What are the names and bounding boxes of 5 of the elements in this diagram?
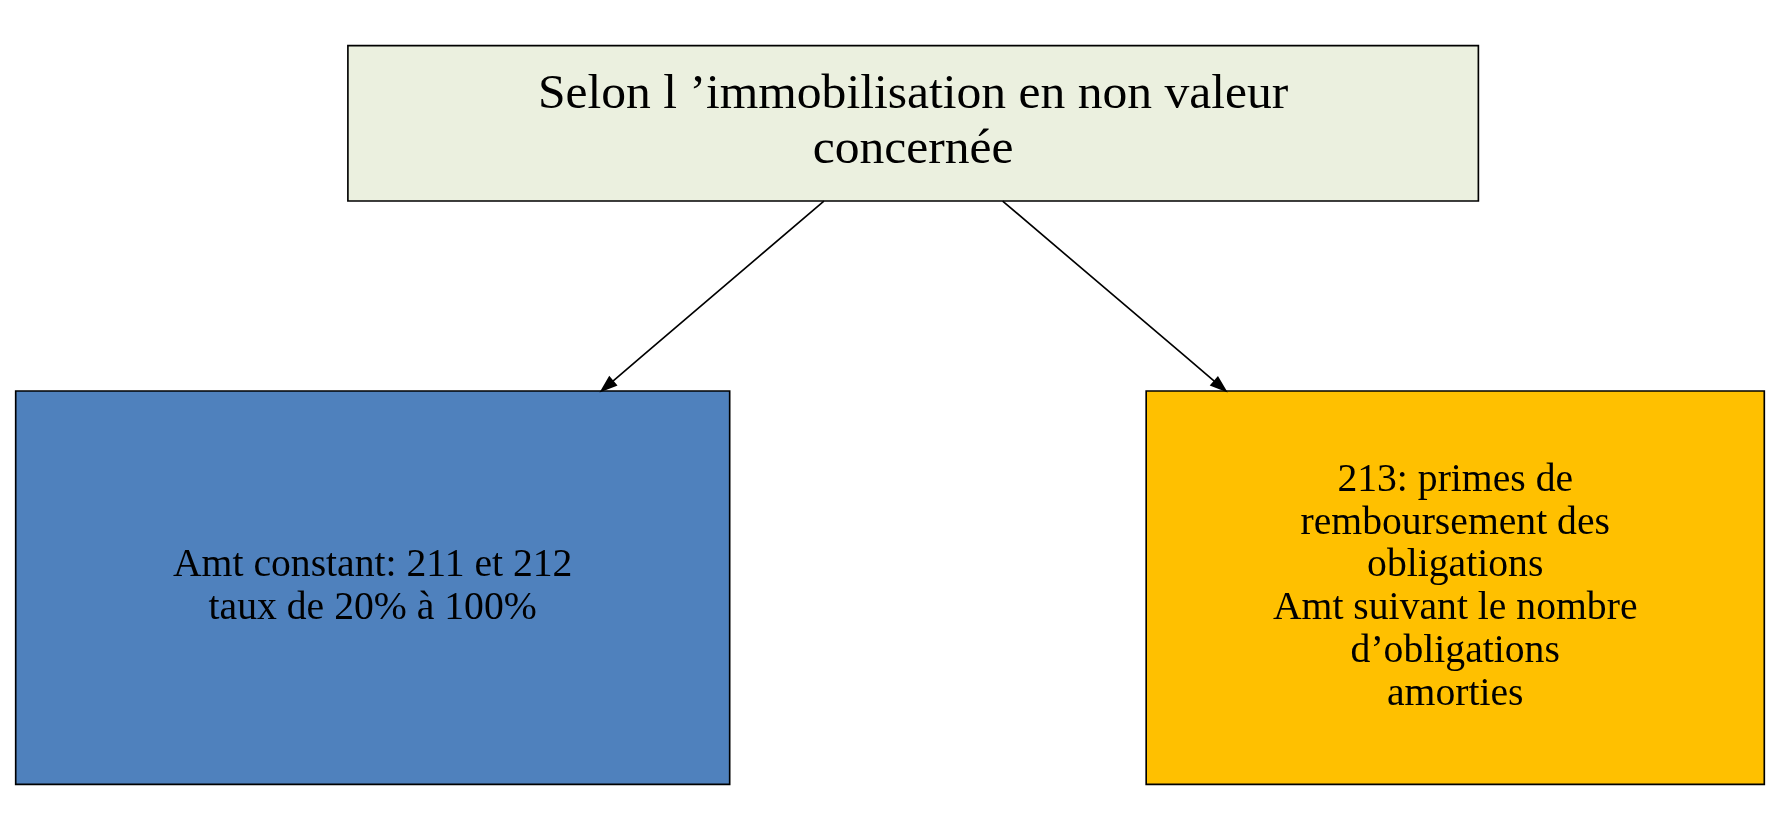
arrow bbox=[1001, 200, 1228, 393]
node-box: Selon l ’immobilisation en non valeur concernée bbox=[347, 44, 1480, 202]
arrow bbox=[599, 200, 825, 393]
node-box: 213: primes de remboursement des obligations Amt suivant le nombre d’obligations amorties bbox=[1145, 390, 1766, 786]
node-box: Amt constant: 211 et 212 taux de 20% à 100% bbox=[14, 390, 731, 786]
